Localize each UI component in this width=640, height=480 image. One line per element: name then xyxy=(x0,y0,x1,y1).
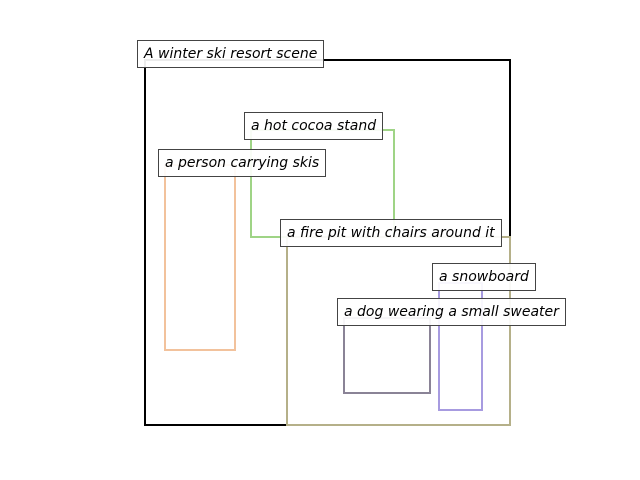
person-carrying-skis-box xyxy=(164,164,236,351)
person-carrying-skis-label: a person carrying skis xyxy=(158,149,327,177)
fire-pit-label: a fire pit with chairs around it xyxy=(280,219,502,247)
dog-box xyxy=(343,317,431,394)
snowboard-label: a snowboard xyxy=(432,263,536,291)
scene-label: A winter ski resort scene xyxy=(137,40,325,68)
dog-label: a dog wearing a small sweater xyxy=(337,298,566,326)
hot-cocoa-stand-label: a hot cocoa stand xyxy=(244,112,384,140)
